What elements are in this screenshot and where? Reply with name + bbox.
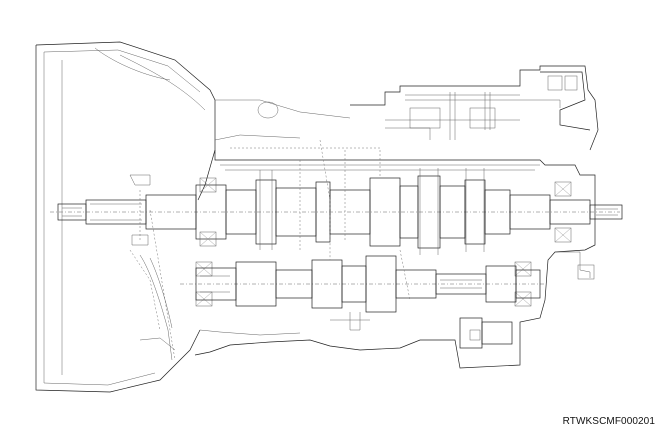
release-fork xyxy=(129,174,176,361)
bearings xyxy=(195,177,572,307)
counter-shaft xyxy=(180,255,545,313)
bell-housing xyxy=(35,41,351,393)
hidden-lines xyxy=(129,139,411,361)
reverse-idler xyxy=(330,312,513,349)
shift-housing xyxy=(350,65,599,151)
figure-reference-code: RTWKSCMF000201 xyxy=(562,416,655,427)
input-shaft xyxy=(50,194,620,230)
main-case xyxy=(194,150,596,369)
